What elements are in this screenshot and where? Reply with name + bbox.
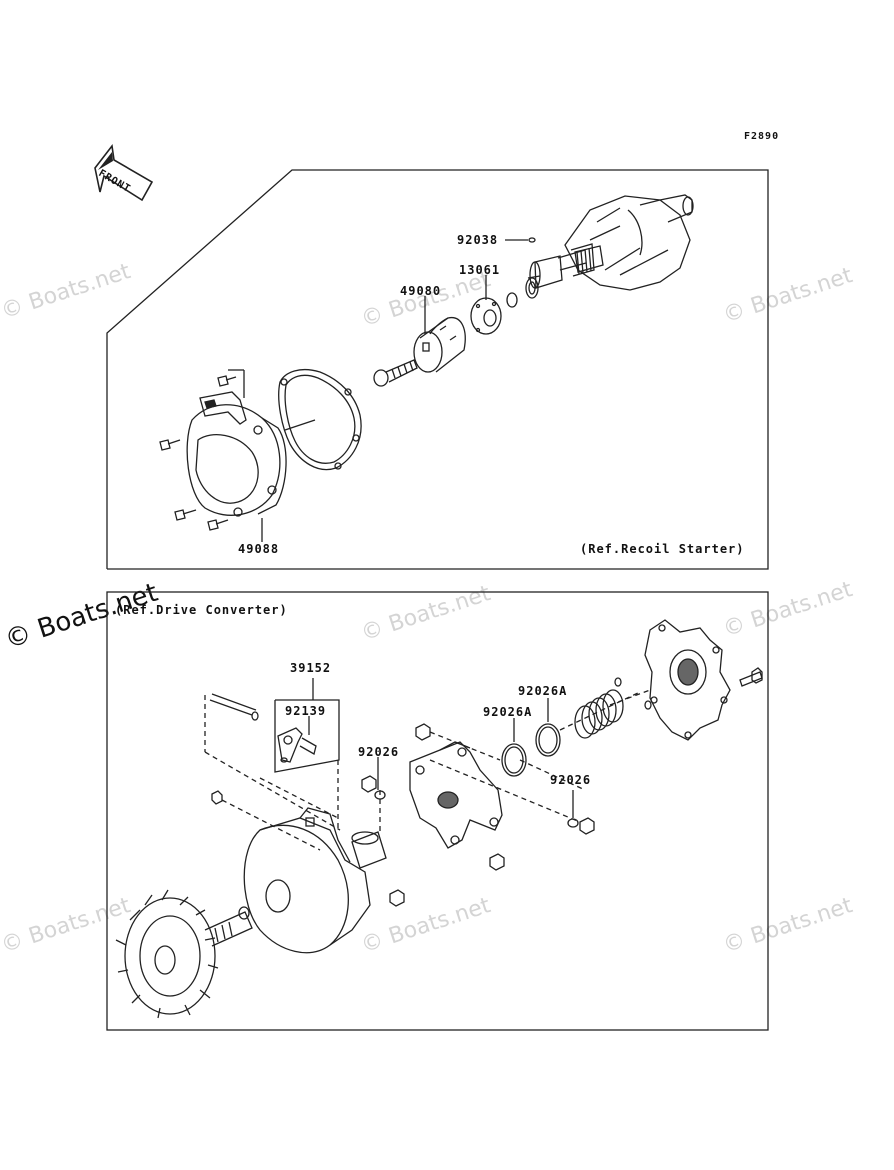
crankshaft (527, 194, 694, 291)
ring-92026A (501, 743, 527, 777)
part-label: 49088 (238, 542, 280, 556)
key-92038 (528, 237, 536, 243)
converter-cover (644, 619, 731, 741)
bracket-39152 (274, 699, 340, 773)
flange-13061 (470, 297, 502, 335)
movable-sheave (243, 807, 371, 954)
spider (409, 741, 503, 849)
part-label: 92139 (285, 704, 327, 718)
collar (351, 831, 387, 869)
part-label: 92026 (358, 745, 400, 759)
bottom-panel-frame (106, 591, 769, 1031)
bolt (373, 359, 418, 387)
cover-bolt (739, 667, 763, 687)
top-panel-frame (106, 169, 769, 570)
ref-recoil-starter: (Ref.Recoil Starter) (580, 542, 745, 556)
part-label: 92026A (518, 684, 568, 698)
fixed-sheave-fan (115, 889, 253, 1019)
part-label: 92026A (483, 705, 533, 719)
part-label: 92026 (550, 773, 592, 787)
part-label: 13061 (459, 263, 501, 277)
figure-code: F2890 (744, 131, 780, 142)
starter-cup-49080 (413, 317, 466, 373)
part-label: 49080 (400, 284, 442, 298)
washer-92026 (374, 790, 386, 800)
ref-drive-converter: (Ref.Drive Converter) (115, 603, 288, 617)
recoil-bolt (159, 375, 237, 531)
spring (574, 689, 624, 739)
gasket (278, 368, 362, 471)
front-arrow-icon (94, 144, 154, 202)
nut (211, 723, 595, 907)
weight-arm (277, 727, 317, 763)
ring-92026A (535, 723, 561, 757)
o-ring (525, 277, 539, 299)
washer-92026 (567, 818, 579, 828)
part-label: 92038 (457, 233, 499, 247)
recoil-starter-49088 (186, 391, 287, 517)
part-label: 39152 (290, 661, 332, 675)
